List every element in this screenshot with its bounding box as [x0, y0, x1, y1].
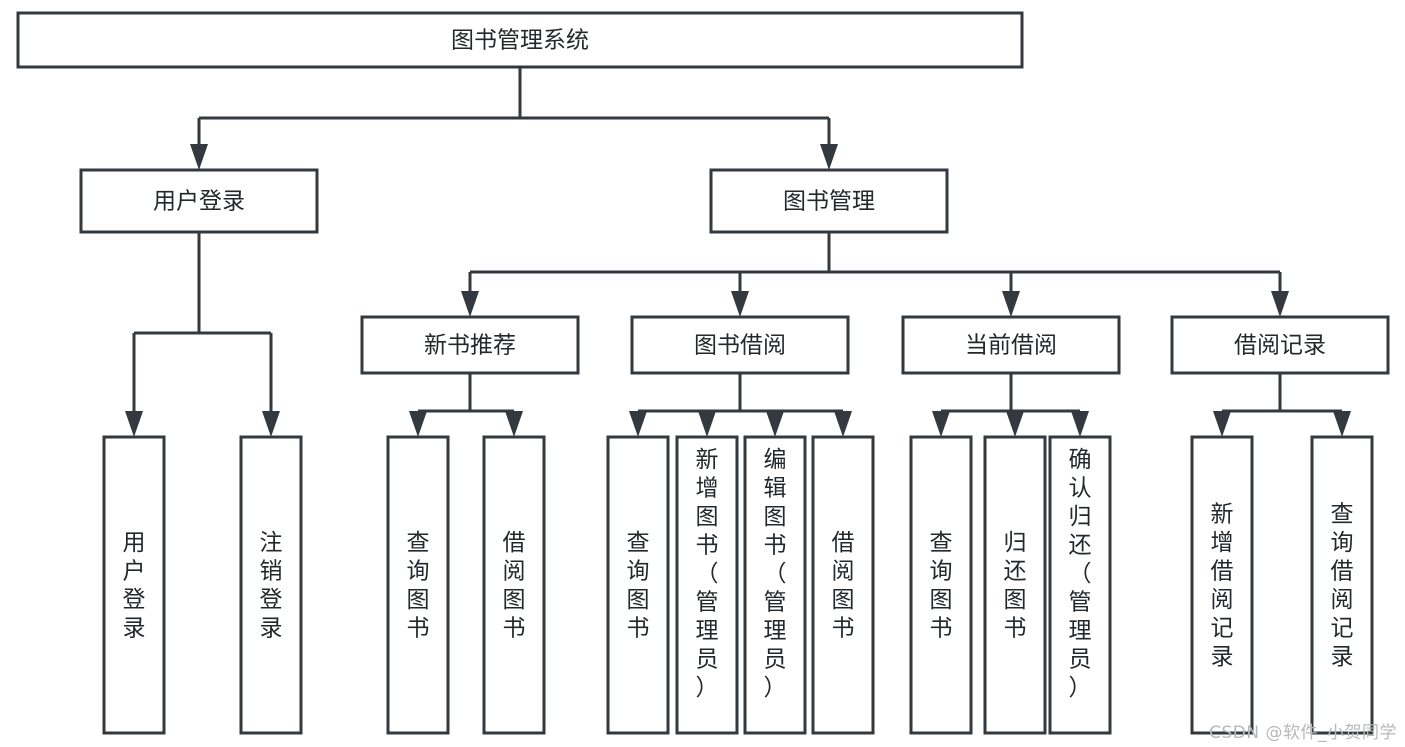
arrow-head-icon	[1006, 411, 1024, 437]
arrow-head-icon	[505, 411, 523, 437]
node-leaf-confirm-return-admin[interactable]: 确认归还（管理员）	[1048, 435, 1112, 735]
node-leaf-query-book-2[interactable]: 查询图书	[606, 435, 670, 735]
node-user-login[interactable]: 用户登录	[79, 168, 319, 234]
arrow-head-icon	[629, 411, 647, 437]
node-new-book-recommend-label: 新书推荐	[424, 333, 516, 359]
node-user-login-label: 用户登录	[153, 189, 245, 215]
node-borrow-record-rect[interactable]	[1170, 315, 1390, 375]
node-leaf-return-book[interactable]: 归还图书	[983, 435, 1047, 735]
node-leaf-borrow-book-2-rect[interactable]	[811, 435, 875, 735]
arrow-head-icon	[932, 411, 950, 437]
node-leaf-confirm-return-admin-label: 确认归还（管理员）	[1069, 447, 1092, 701]
arrow-head-icon	[820, 144, 838, 170]
node-new-book-recommend-rect[interactable]	[360, 315, 580, 375]
arrow-head-icon	[1213, 411, 1231, 437]
arrow-head-icon	[461, 291, 479, 317]
node-leaf-borrow-book-2[interactable]: 借阅图书	[811, 435, 875, 735]
node-book-management[interactable]: 图书管理	[709, 168, 949, 234]
node-current-borrow-rect[interactable]	[901, 315, 1121, 375]
node-book-borrow-rect[interactable]	[630, 315, 850, 375]
node-leaf-query-book-1-rect[interactable]	[386, 435, 450, 735]
node-leaf-add-borrow-record[interactable]: 新增借阅记录	[1190, 435, 1254, 735]
node-root-rect[interactable]	[16, 11, 1024, 69]
node-leaf-query-borrow-record-rect[interactable]	[1310, 435, 1374, 735]
arrow-head-icon	[1002, 291, 1020, 317]
arrow-head-icon	[766, 411, 784, 437]
node-leaf-borrow-book-1[interactable]: 借阅图书	[482, 435, 546, 735]
node-book-borrow-label: 图书借阅	[694, 333, 786, 359]
node-leaf-edit-book-admin[interactable]: 编辑图书（管理员）	[743, 435, 807, 735]
node-leaf-query-book-3-rect[interactable]	[909, 435, 973, 735]
node-leaf-query-book-2-rect[interactable]	[606, 435, 670, 735]
node-leaf-add-book-admin-label: 新增图书（管理员）	[696, 447, 719, 701]
arrow-head-icon	[262, 411, 280, 437]
node-borrow-record[interactable]: 借阅记录	[1170, 315, 1390, 375]
node-leaf-user-login-rect[interactable]	[102, 435, 166, 735]
node-leaf-query-book-2-label: 查询图书	[627, 530, 650, 642]
arrow-head-icon	[125, 411, 143, 437]
arrow-head-icon	[834, 411, 852, 437]
node-current-borrow-label: 当前借阅	[965, 333, 1057, 359]
node-leaf-query-borrow-record-label: 查询借阅记录	[1331, 502, 1354, 671]
node-leaf-edit-book-admin-rect[interactable]	[743, 435, 807, 735]
node-leaf-return-book-rect[interactable]	[983, 435, 1047, 735]
arrow-head-icon	[1271, 291, 1289, 317]
node-leaf-borrow-book-1-rect[interactable]	[482, 435, 546, 735]
node-leaf-query-book-1-label: 查询图书	[407, 530, 430, 642]
node-leaf-user-login-label: 用户登录	[123, 530, 146, 642]
arrow-head-icon	[1071, 411, 1089, 437]
node-root-label: 图书管理系统	[451, 28, 589, 54]
node-borrow-record-label: 借阅记录	[1234, 333, 1326, 359]
node-book-management-label: 图书管理	[783, 189, 875, 215]
arrow-head-icon	[698, 411, 716, 437]
node-leaf-add-book-admin-rect[interactable]	[675, 435, 739, 735]
node-book-borrow[interactable]: 图书借阅	[630, 315, 850, 375]
node-leaf-add-borrow-record-rect[interactable]	[1190, 435, 1254, 735]
node-leaf-borrow-book-2-label: 借阅图书	[832, 530, 855, 642]
arrow-head-icon	[1333, 411, 1351, 437]
node-user-login-rect[interactable]	[79, 168, 319, 234]
node-root[interactable]: 图书管理系统	[16, 11, 1024, 69]
arrow-head-icon	[190, 144, 208, 170]
arrow-head-icon	[409, 411, 427, 437]
node-leaf-logout-login-rect[interactable]	[239, 435, 303, 735]
node-leaf-query-borrow-record[interactable]: 查询借阅记录	[1310, 435, 1374, 735]
nodes-layer: 图书管理系统用户登录图书管理新书推荐图书借阅当前借阅借阅记录用户登录注销登录查询…	[16, 11, 1390, 735]
node-leaf-add-borrow-record-label: 新增借阅记录	[1211, 502, 1234, 671]
node-leaf-return-book-label: 归还图书	[1004, 530, 1027, 642]
node-leaf-borrow-book-1-label: 借阅图书	[503, 530, 526, 642]
node-new-book-recommend[interactable]: 新书推荐	[360, 315, 580, 375]
node-leaf-edit-book-admin-label: 编辑图书（管理员）	[764, 447, 787, 701]
arrow-head-icon	[731, 291, 749, 317]
node-leaf-add-book-admin[interactable]: 新增图书（管理员）	[675, 435, 739, 735]
node-leaf-query-book-1[interactable]: 查询图书	[386, 435, 450, 735]
node-leaf-user-login[interactable]: 用户登录	[102, 435, 166, 735]
csdn-watermark: CSDN @软件_小贺同学	[1209, 723, 1397, 743]
edges-layer	[125, 67, 1351, 437]
node-leaf-logout-login-label: 注销登录	[260, 530, 283, 642]
node-leaf-query-book-3[interactable]: 查询图书	[909, 435, 973, 735]
node-leaf-query-book-3-label: 查询图书	[930, 530, 953, 642]
node-book-management-rect[interactable]	[709, 168, 949, 234]
node-leaf-confirm-return-admin-rect[interactable]	[1048, 435, 1112, 735]
node-leaf-logout-login[interactable]: 注销登录	[239, 435, 303, 735]
node-current-borrow[interactable]: 当前借阅	[901, 315, 1121, 375]
